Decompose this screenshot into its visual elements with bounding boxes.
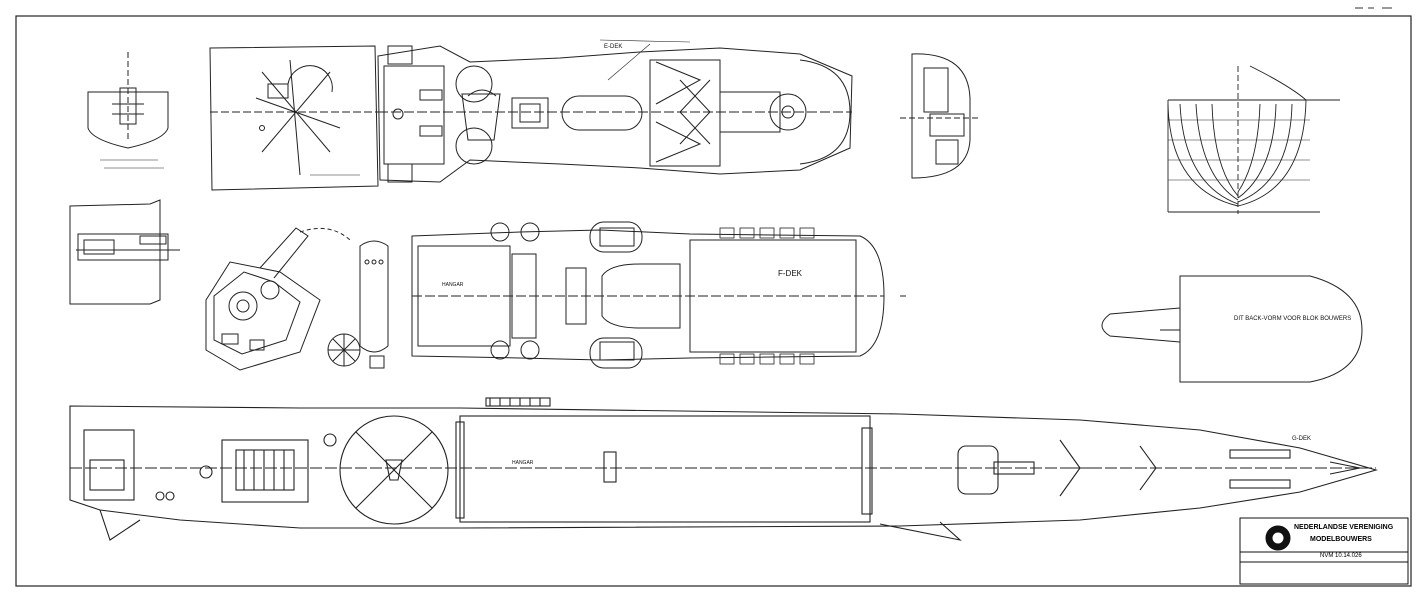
f-deck-plan bbox=[411, 221, 906, 369]
gun-mount-isometric bbox=[205, 227, 351, 371]
title-block-org-line1: NEDERLANDSE VERENIGING bbox=[1294, 524, 1394, 531]
title-block-drawing-number: NVM 10.14.026 bbox=[1320, 553, 1362, 559]
g-deck-hull-plan bbox=[69, 397, 1378, 541]
g-deck-label: G-DEK bbox=[1292, 436, 1311, 442]
e-deck-label: E-DEK bbox=[604, 44, 622, 50]
sheet-border bbox=[15, 15, 1412, 587]
f-deck-label: F-DEK bbox=[778, 269, 803, 278]
bow-outline-view bbox=[1101, 275, 1363, 383]
bow-section-view bbox=[87, 52, 169, 169]
aft-upper-plan bbox=[209, 45, 379, 191]
title-block-frame bbox=[1239, 517, 1409, 585]
f-deck-hangar-label: HANGAR bbox=[442, 282, 464, 288]
depth-charge bbox=[327, 240, 389, 369]
e-deck-plan bbox=[377, 39, 853, 183]
body-plan-lines bbox=[1167, 65, 1340, 214]
title-block-org-line2: MODELBOUWERS bbox=[1310, 536, 1372, 543]
g-deck-hangar-label: HANGAR bbox=[512, 460, 534, 466]
side-detail-view bbox=[69, 199, 180, 305]
deckhouse-plan bbox=[900, 53, 978, 179]
side-view-note: DIT BACK-VORM VOOR BLOK BOUWERS bbox=[1234, 316, 1351, 322]
